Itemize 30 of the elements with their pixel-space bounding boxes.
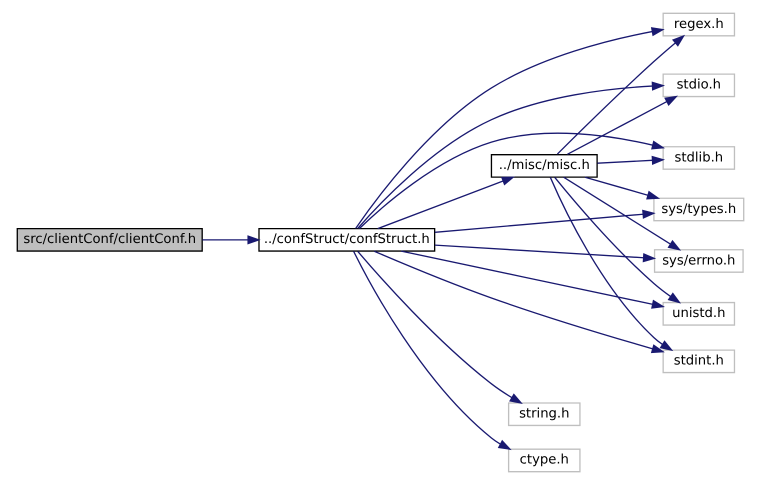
arrow bbox=[377, 176, 514, 230]
node-box: stdlib.h bbox=[662, 146, 735, 170]
node-box: ../confStruct/confStruct.h bbox=[258, 228, 435, 252]
arrow bbox=[596, 156, 665, 165]
node-box: sys/types.h bbox=[652, 198, 744, 222]
arrow bbox=[554, 176, 681, 304]
arrow bbox=[584, 176, 660, 200]
arrow bbox=[358, 132, 665, 229]
arrow bbox=[434, 210, 656, 233]
arrow bbox=[356, 81, 665, 229]
arrow bbox=[434, 244, 656, 262]
arrow bbox=[356, 250, 522, 404]
node-box: string.h bbox=[507, 402, 580, 426]
arrow bbox=[374, 250, 664, 354]
arrow bbox=[556, 34, 685, 155]
arrow bbox=[202, 235, 260, 244]
arrow bbox=[562, 176, 681, 251]
node-box: stdio.h bbox=[662, 73, 735, 98]
node-box: regex.h bbox=[662, 12, 735, 36]
node-box: stdint.h bbox=[662, 349, 735, 374]
arrow bbox=[549, 177, 673, 352]
node-box: sys/errno.h bbox=[653, 249, 744, 273]
arrow bbox=[354, 27, 664, 229]
node-box: ctype.h bbox=[507, 448, 580, 472]
node-box: ../misc/misc.h bbox=[490, 154, 598, 178]
arrow bbox=[566, 96, 678, 155]
arrow bbox=[352, 251, 512, 450]
node-box: unistd.h bbox=[662, 302, 735, 326]
arrow bbox=[400, 250, 664, 309]
node-box: src/clientConf/clientConf.h bbox=[16, 228, 202, 252]
